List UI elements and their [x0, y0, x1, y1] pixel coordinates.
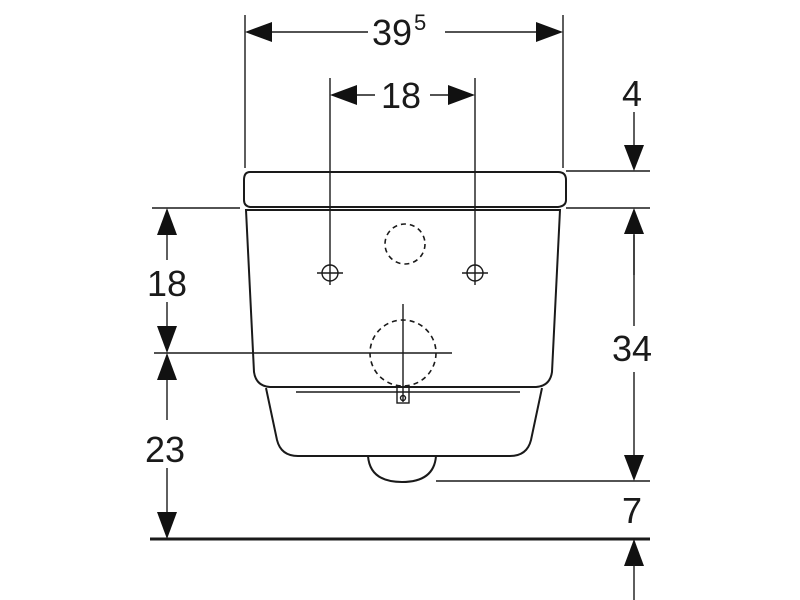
drain-outlet	[367, 455, 437, 484]
dimension-floor-gap: 7	[622, 490, 644, 600]
floor-gap-label: 7	[622, 490, 642, 531]
dimension-fixing-spacing: 18	[330, 75, 475, 116]
dimension-body-height: 34	[612, 208, 652, 481]
body-height-label: 34	[612, 328, 652, 369]
toilet-skirt	[265, 387, 543, 457]
toilet-bowl	[244, 209, 562, 388]
toilet-outline	[243, 171, 567, 484]
dimension-lid-thickness: 4	[622, 73, 644, 275]
extension-lines	[152, 15, 650, 482]
fixing-height-label: 18	[147, 263, 187, 304]
lid-thickness-label: 4	[622, 73, 642, 114]
dimension-fixing-height: 18	[147, 208, 187, 353]
fixing-spacing-label: 18	[381, 75, 421, 116]
dimension-overall-width: 39 5	[245, 10, 563, 53]
fixing-bolt-left	[317, 262, 343, 285]
hidden-features	[154, 223, 488, 402]
dimension-drain-height: 23	[145, 353, 185, 539]
drain-height-label: 23	[145, 429, 185, 470]
overall-width-superscript: 5	[414, 10, 426, 35]
water-inlet-dashed	[384, 223, 426, 265]
toilet-lid	[243, 171, 567, 208]
overall-width-label: 39	[372, 12, 412, 53]
fixing-bolt-right	[462, 262, 488, 285]
